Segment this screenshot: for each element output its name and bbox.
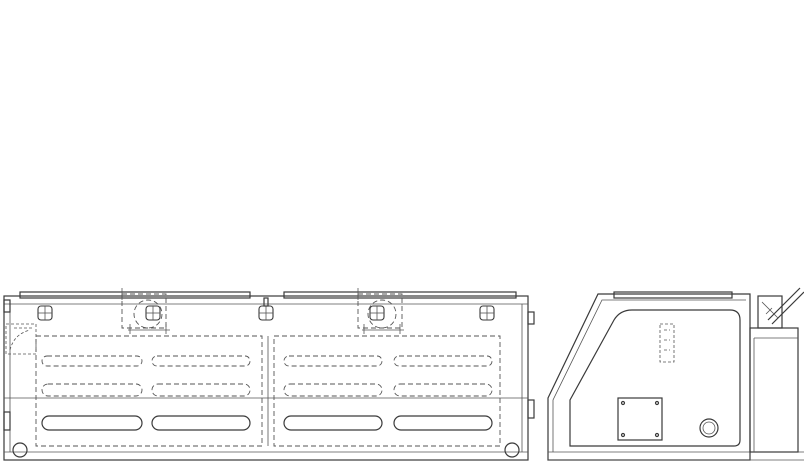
- side-marker-right: [527, 399, 535, 419]
- slot-r1-2: [151, 355, 251, 367]
- plate-bolt-1: [620, 400, 626, 406]
- bracket-right: [357, 288, 404, 334]
- round-port: [699, 418, 719, 438]
- plate-bolt-2: [654, 400, 660, 406]
- slot-r2-1: [41, 383, 143, 397]
- slot-r2-4: [393, 383, 493, 397]
- lid-strip-right: [283, 291, 517, 299]
- slot-r1-1: [41, 355, 143, 367]
- bracket-left: [121, 288, 170, 334]
- slot-r1-4: [393, 355, 493, 367]
- side-view: [3, 288, 535, 461]
- slot-r3-4: [393, 415, 493, 431]
- end-inner-edge: [552, 299, 746, 452]
- latch-4: [369, 305, 385, 321]
- panel-right-hidden: [273, 335, 501, 447]
- corner-light-right: [527, 311, 535, 325]
- round-port-inner: [702, 421, 716, 435]
- foot-left: [12, 442, 28, 458]
- slot-r1-3: [283, 355, 383, 367]
- slot-r2-2: [151, 383, 251, 397]
- latch-2: [145, 305, 161, 321]
- end-view: [547, 287, 804, 461]
- plate-bolt-4: [654, 432, 660, 438]
- end-door-panel: [569, 309, 741, 447]
- side-body-outline: [3, 295, 529, 461]
- panel-left-hidden: [35, 335, 263, 447]
- end-body-outline: [547, 293, 751, 461]
- plate-bolt-3: [620, 432, 626, 438]
- tilted-handle: [757, 287, 804, 329]
- latch-5: [479, 305, 495, 321]
- end-right-compartment: [749, 327, 799, 453]
- end-lid-strip: [613, 291, 733, 299]
- lid-strip-left: [19, 291, 251, 299]
- slot-r2-3: [283, 383, 383, 397]
- foot-right: [504, 442, 520, 458]
- slot-r3-3: [283, 415, 383, 431]
- latch-1: [37, 305, 53, 321]
- left-hidden-detail: [5, 323, 37, 355]
- top-post: [263, 297, 269, 307]
- corner-light-left: [3, 299, 11, 313]
- end-hidden-slot: [659, 323, 675, 363]
- access-plate: [617, 397, 663, 441]
- latch-3: [258, 305, 274, 321]
- slot-r3-1: [41, 415, 143, 431]
- slot-r3-2: [151, 415, 251, 431]
- side-marker-left: [3, 411, 11, 431]
